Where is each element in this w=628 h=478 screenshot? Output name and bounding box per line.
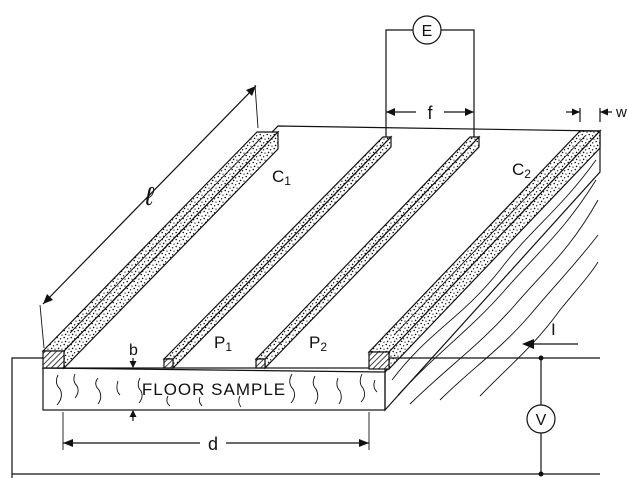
floor-sample-label: FLOOR SAMPLE bbox=[142, 380, 286, 399]
front-face-grain bbox=[55, 373, 378, 408]
electrode-c1 bbox=[41, 130, 280, 370]
electrode-labels: C1 C2 P1 P2 bbox=[214, 160, 531, 354]
dimension-l: ℓ bbox=[39, 84, 259, 349]
current-circuit: V I bbox=[11, 320, 600, 478]
label-p1: P1 bbox=[214, 333, 232, 354]
electrode-c2 bbox=[367, 129, 602, 371]
side-face-grain bbox=[391, 159, 599, 405]
dimension-d: d bbox=[62, 412, 370, 454]
p2-end-hatch bbox=[255, 358, 266, 369]
dimension-b: b bbox=[129, 342, 138, 421]
junction-dot-bottom bbox=[538, 471, 544, 477]
electrode-p2 bbox=[254, 135, 481, 370]
electrode-p1 bbox=[162, 135, 393, 370]
current-i-label: I bbox=[551, 320, 556, 339]
label-c1: C1 bbox=[272, 167, 291, 188]
label-c2: C2 bbox=[512, 160, 531, 181]
p1-end-hatch bbox=[163, 358, 174, 369]
dimension-f: f bbox=[386, 103, 474, 123]
current-arrow bbox=[522, 339, 534, 349]
dimension-b-label: b bbox=[129, 342, 138, 359]
junction-dot-top bbox=[538, 355, 544, 361]
dimension-w-label: w bbox=[615, 104, 627, 121]
dimension-l-label: ℓ bbox=[144, 181, 155, 211]
meter-v-label: V bbox=[536, 412, 547, 429]
dimension-w: w bbox=[566, 104, 627, 122]
meter-e bbox=[412, 15, 442, 45]
c2-end-hatch bbox=[368, 351, 390, 370]
c1-end-hatch bbox=[42, 350, 65, 369]
meter-e-label: E bbox=[422, 23, 433, 40]
dimension-f-label: f bbox=[427, 103, 433, 123]
meter-e-circuit: E bbox=[385, 15, 475, 137]
label-p2: P2 bbox=[309, 333, 327, 354]
dimension-d-label: d bbox=[208, 434, 218, 454]
meter-v bbox=[526, 404, 556, 434]
